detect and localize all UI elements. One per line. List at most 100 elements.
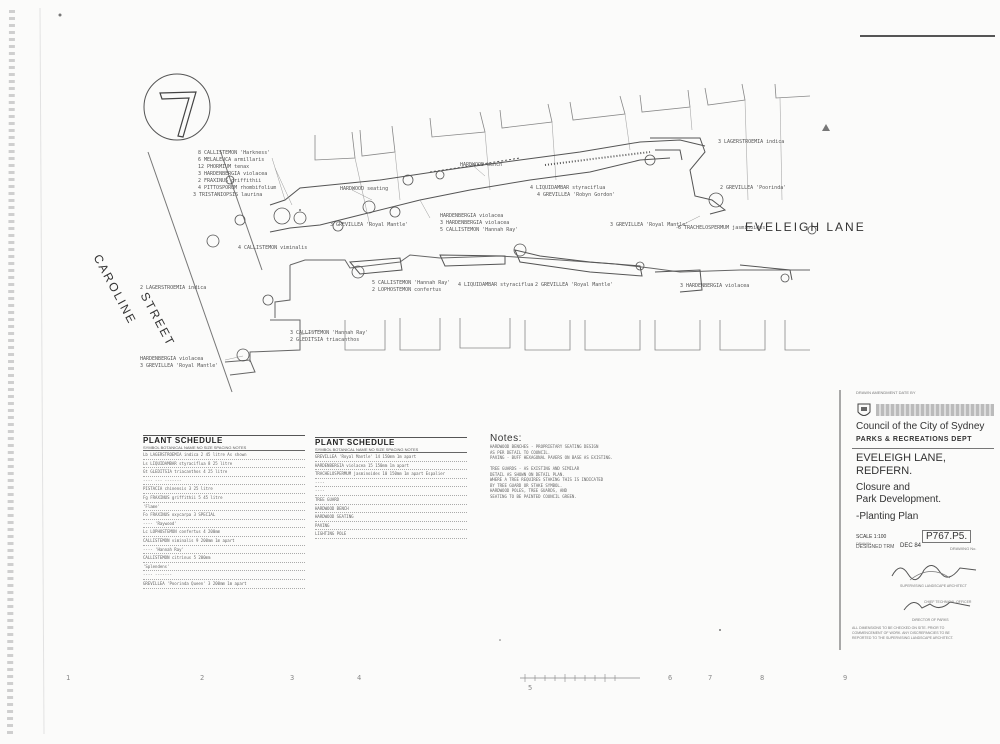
plant-callout: 3 GREVILLEA 'Royal Mantle' xyxy=(330,222,409,228)
callout-leaders xyxy=(224,157,701,361)
table-row: ---- ------- xyxy=(143,571,305,580)
ruler-mark: 4 xyxy=(357,674,362,682)
council-name: Council of the City of Sydney xyxy=(856,421,985,432)
note-line: WHERE A TREE REQUIRES STAKING THIS IS IN… xyxy=(490,477,604,482)
table-row: CALLISTEMON viminalis 9 200mm 1m apart xyxy=(143,537,305,546)
plant-callout: HARDENBERGIA violacea xyxy=(140,356,204,362)
table-row: CALLISTEMON citrinus 5 200mm xyxy=(143,554,305,563)
project-desc-line-1: Closure and xyxy=(856,482,910,493)
street-label-eveleigh-lane: EVELEIGH LANE xyxy=(745,220,866,234)
drawn-label: DRAWN xyxy=(856,541,871,546)
drawing-number: P767.P5. xyxy=(922,530,972,543)
table-row: Fg FRAXINUS griffithii 5 45 litre xyxy=(143,494,305,503)
table-row: Lc LOPHOSTEMON confertus 4 200mm xyxy=(143,528,305,537)
plant-callout: 3 HARDENBERGIA violacea xyxy=(440,220,510,226)
drawing-scale: SCALE 1:100 xyxy=(856,534,887,540)
planting-strip-upper xyxy=(269,139,706,233)
ruler-mark: 6 xyxy=(668,674,673,682)
plant-callout: HARDENBERGIA violacea xyxy=(440,213,504,219)
table-row: LIGHTING POLE xyxy=(315,530,467,539)
table-row: HARDWOOD SEATING xyxy=(315,513,467,522)
table-row: ---- 'Raywood' xyxy=(143,520,305,529)
plant-callout: 2 LOPHOSTEMON confertus xyxy=(372,287,442,293)
sheet-border-left xyxy=(39,7,45,735)
plant-callout: HARDWOOD bench xyxy=(460,162,503,168)
table-row: Fo FRAXINUS oxycarpa 3 SPECIAL xyxy=(143,511,305,520)
disclaimer-line-2: COMMENCEMENT OF WORK. ANY DISCREPANCIES … xyxy=(852,631,950,635)
plant-callout: 2 LAGERSTROEMIA indica xyxy=(140,285,207,291)
plant-callout: 2 GREVILLEA 'Royal Mantle' xyxy=(535,282,614,288)
signature-1 xyxy=(891,565,977,581)
plant-callout: 12 PHORMIUM tenax xyxy=(198,164,250,170)
department-name: PARKS & RECREATIONS DEPT xyxy=(856,436,972,443)
ruler-mark: 1 xyxy=(66,674,71,682)
notes-block: Notes: HARDWOOD BENCHES - PROPRIETARY SE… xyxy=(490,433,650,499)
caroline-street-edges xyxy=(147,149,263,393)
signatory-role-2: CHIEF TECHNICAL OFFICER xyxy=(924,600,972,604)
scale-bar-ticks xyxy=(524,674,616,682)
table-row: Gt GLEDITSIA triacanthos 4 25 litre xyxy=(143,468,305,477)
signatory-role-1: SUPERVISING LANDSCAPE ARCHITECT xyxy=(900,584,967,588)
table-row: GREVILLEA 'Royal Mantle' 14 150mm 1m apa… xyxy=(315,453,467,462)
scan-edge-left xyxy=(7,9,15,735)
plant-schedule-1-headers: SYMBOL BOTANICAL NAME NO SIZE SPACING NO… xyxy=(143,445,305,451)
notes-title: Notes: xyxy=(490,433,522,444)
north-arrow xyxy=(143,73,211,141)
plant-callout: 5 CALLISTEMON 'Hannah Ray' xyxy=(440,227,519,233)
disclaimer-line-1: ALL DIMENSIONS TO BE CHECKED ON SITE. PR… xyxy=(852,626,945,630)
plant-callout: 2 GLEDITSIA triacanthos xyxy=(290,337,360,343)
plant-schedule-1: PLANT SCHEDULE SYMBOL BOTANICAL NAME NO … xyxy=(143,435,305,589)
plant-schedule-2-headers: SYMBOL BOTANICAL NAME NO SIZE SPACING NO… xyxy=(315,447,467,453)
table-row: ---- xyxy=(315,487,467,496)
table-row: ---- xyxy=(315,479,467,488)
note-line: TREE GUARDS - AS EXISTING AND SIMILAR xyxy=(490,466,580,471)
plant-callout: 3 GREVILLEA 'Royal Mantle' xyxy=(140,363,219,369)
plant-callout: 2 FRAXINUS griffithii xyxy=(198,178,262,184)
plant-callout: 3 CALLISTEMON 'Hannah Ray' xyxy=(290,330,369,336)
signatory-role-3: DIRECTOR OF PARKS xyxy=(912,618,949,622)
council-crest xyxy=(857,403,871,416)
note-line: DETAIL AS SHOWN ON DETAIL PLAN. xyxy=(490,471,565,477)
table-row: ---- --- ------- xyxy=(143,477,305,486)
ruler-mark: 7 xyxy=(708,674,713,682)
ruler-mark: 3 xyxy=(290,674,295,682)
drawing-date: DEC 84 xyxy=(900,543,922,549)
plant-callout: 3 GREVILLEA 'Royal Mantle' xyxy=(610,222,689,228)
plant-callout: 3 LAGERSTROEMIA indica xyxy=(718,139,785,145)
plant-schedule-2-title: PLANT SCHEDULE xyxy=(315,438,395,447)
top-building-blocks xyxy=(314,83,811,161)
signature-2 xyxy=(903,601,971,611)
bottom-building-blocks xyxy=(344,318,810,351)
scan-specks xyxy=(58,13,830,641)
plant-callout: 4 LIQUIDAMBAR styraciflua xyxy=(458,282,534,288)
planting-bed-east xyxy=(650,137,727,215)
title-divider xyxy=(852,448,994,449)
plant-callout: 6 MELALEUCA armillaris xyxy=(198,157,265,163)
table-row: Ls LIQUIDAMBAR styraciflua 8 25 litre xyxy=(143,460,305,469)
plant-callout: 4 PITTOSPORUM rhombifolium xyxy=(198,185,277,191)
note-line: PAVING - BUFF HEXAGONAL PAVERS ON BASE A… xyxy=(490,455,613,460)
plant-callout: 3 TRISTANIOPSIS laurina xyxy=(193,192,263,198)
table-row: Lb LAGERSTROEMIA indica 2 45 litre As sh… xyxy=(143,451,305,460)
plant-callout: 4 GREVILLEA 'Robyn Gordon' xyxy=(537,192,616,198)
note-line: HARDWOOD POLES, TREE GUARDS, AND xyxy=(490,488,568,493)
note-line: AS PER DETAIL TO COUNCIL. xyxy=(490,449,551,455)
plant-callout: 5 CALLISTEMON 'Hannah Ray' xyxy=(372,280,451,286)
plant-callout: 4 CALLISTEMON viminalis xyxy=(238,245,308,251)
ruler-mark: 5 xyxy=(528,684,533,692)
plant-callout: HARDWOOD seating xyxy=(340,186,389,192)
plant-callout: 4 LIQUIDAMBAR styraciflua xyxy=(530,185,606,191)
note-line: HARDWOOD BENCHES - PROPRIETARY SEATING D… xyxy=(490,444,599,449)
table-row: PISTACIA chinensis 3 25 litre xyxy=(143,485,305,494)
table-row: 'Splendens' xyxy=(143,563,305,572)
plant-callout: 6 TRACHELOSPERMUM jasminoides xyxy=(678,225,766,231)
project-title-line-2: REDFERN. xyxy=(856,465,913,477)
table-row: TRACHELOSPERMUM jasminoides 10 150mm 1m … xyxy=(315,470,467,479)
sheet-label: DRAWING No. xyxy=(950,546,977,551)
designed-by: DESIGNED TRM xyxy=(856,544,895,550)
plant-schedule-2: PLANT SCHEDULE SYMBOL BOTANICAL NAME NO … xyxy=(315,437,467,539)
table-row: HARDENBERGIA violacea 15 150mm 1m apart xyxy=(315,462,467,471)
plant-callout: 8 CALLISTEMON 'Harkness' xyxy=(198,150,271,156)
table-row: HARDWOOD BENCH xyxy=(315,505,467,514)
table-row: 'Flame' xyxy=(143,503,305,512)
